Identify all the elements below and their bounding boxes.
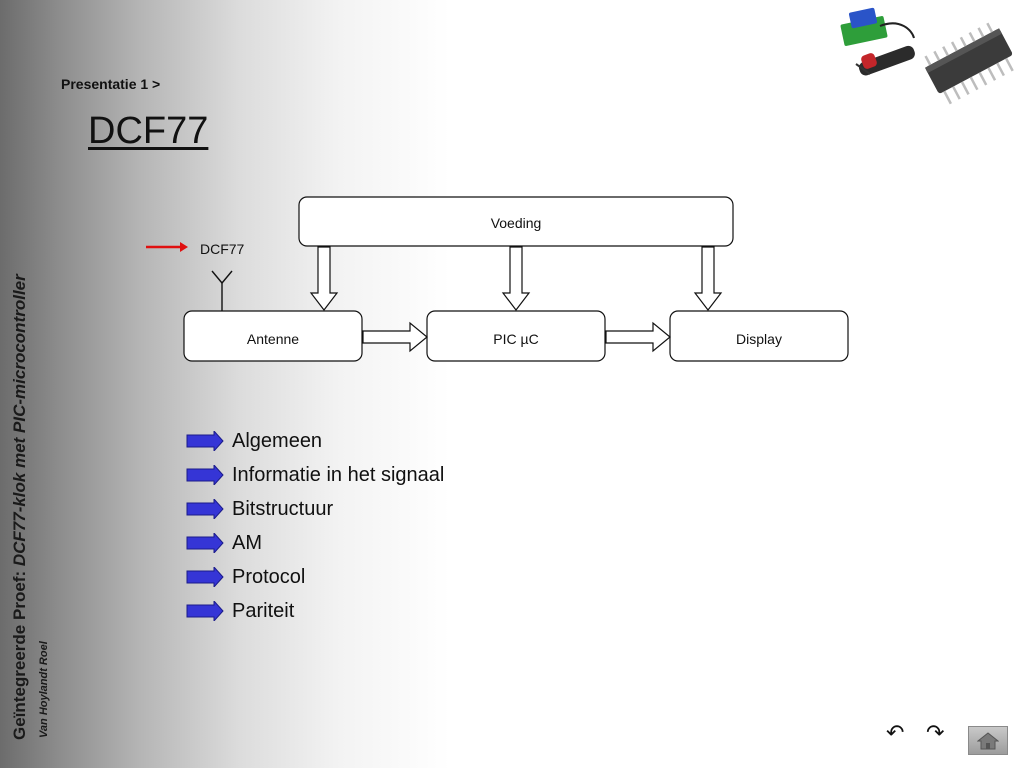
- antenna-block: Antenne: [183, 310, 363, 362]
- blue-arrow-icon: [186, 601, 224, 621]
- power-label: Voeding: [491, 215, 542, 231]
- menu-item-bitstructuur[interactable]: Bitstructuur: [186, 492, 444, 526]
- menu-item-label: Protocol: [232, 565, 306, 588]
- menu-item-informatie[interactable]: Informatie in het signaal: [186, 458, 444, 492]
- power-to-antenna-arrow: [309, 246, 339, 311]
- mcu-to-display-arrow: [605, 321, 671, 353]
- menu-item-label: AM: [232, 531, 262, 554]
- menu-item-label: Informatie in het signaal: [232, 463, 445, 486]
- home-button[interactable]: [968, 726, 1008, 755]
- undo-arrow-icon: ↶: [886, 720, 905, 745]
- menu-item-algemeen[interactable]: Algemeen: [186, 424, 444, 458]
- pic-chip-image: [924, 22, 1014, 105]
- blue-arrow-icon: [186, 499, 224, 519]
- blue-arrow-icon: [186, 465, 224, 485]
- menu-item-label: Algemeen: [232, 429, 323, 452]
- menu-item-label: Pariteit: [232, 599, 295, 622]
- mcu-label: PIC µC: [493, 331, 538, 347]
- display-block: Display: [669, 310, 849, 362]
- menu-item-label: Bitstructuur: [232, 497, 334, 520]
- blue-arrow-icon: [186, 533, 224, 553]
- signal-label: DCF77: [200, 241, 245, 257]
- forward-button[interactable]: ↷: [926, 721, 944, 745]
- power-block: Voeding: [298, 196, 734, 247]
- blue-arrow-icon: [186, 431, 224, 451]
- breadcrumb[interactable]: Presentatie 1 >: [61, 76, 161, 92]
- sidebar-author: Van Hoylandt Roel: [38, 641, 50, 738]
- menu-item-am[interactable]: AM: [186, 526, 444, 560]
- menu-item-protocol[interactable]: Protocol: [186, 560, 444, 594]
- redo-arrow-icon: ↷: [926, 720, 945, 745]
- menu-item-pariteit[interactable]: Pariteit: [186, 594, 444, 628]
- power-to-display-arrow: [693, 246, 723, 311]
- page-title: DCF77: [88, 110, 209, 152]
- antenna-label: Antenne: [247, 331, 299, 347]
- home-icon: [977, 731, 999, 749]
- antenna-icon: [211, 270, 233, 311]
- blue-arrow-icon: [186, 567, 224, 587]
- mcu-block: PIC µC: [426, 310, 606, 362]
- antenna-to-mcu-arrow: [362, 321, 428, 353]
- power-to-mcu-arrow: [501, 246, 531, 311]
- components-image: [840, 7, 1014, 105]
- block-diagram: DCF77 Voeding Antenne PIC µC Display: [146, 196, 849, 362]
- back-button[interactable]: ↶: [886, 721, 904, 745]
- signal-arrow-icon: [146, 242, 188, 252]
- sidebar-title-bold: Geïntegreerde Proef:: [10, 570, 29, 740]
- display-label: Display: [736, 331, 782, 347]
- dcf77-receiver-image: [840, 7, 915, 76]
- topic-menu: Algemeen Informatie in het signaal Bitst…: [186, 424, 444, 628]
